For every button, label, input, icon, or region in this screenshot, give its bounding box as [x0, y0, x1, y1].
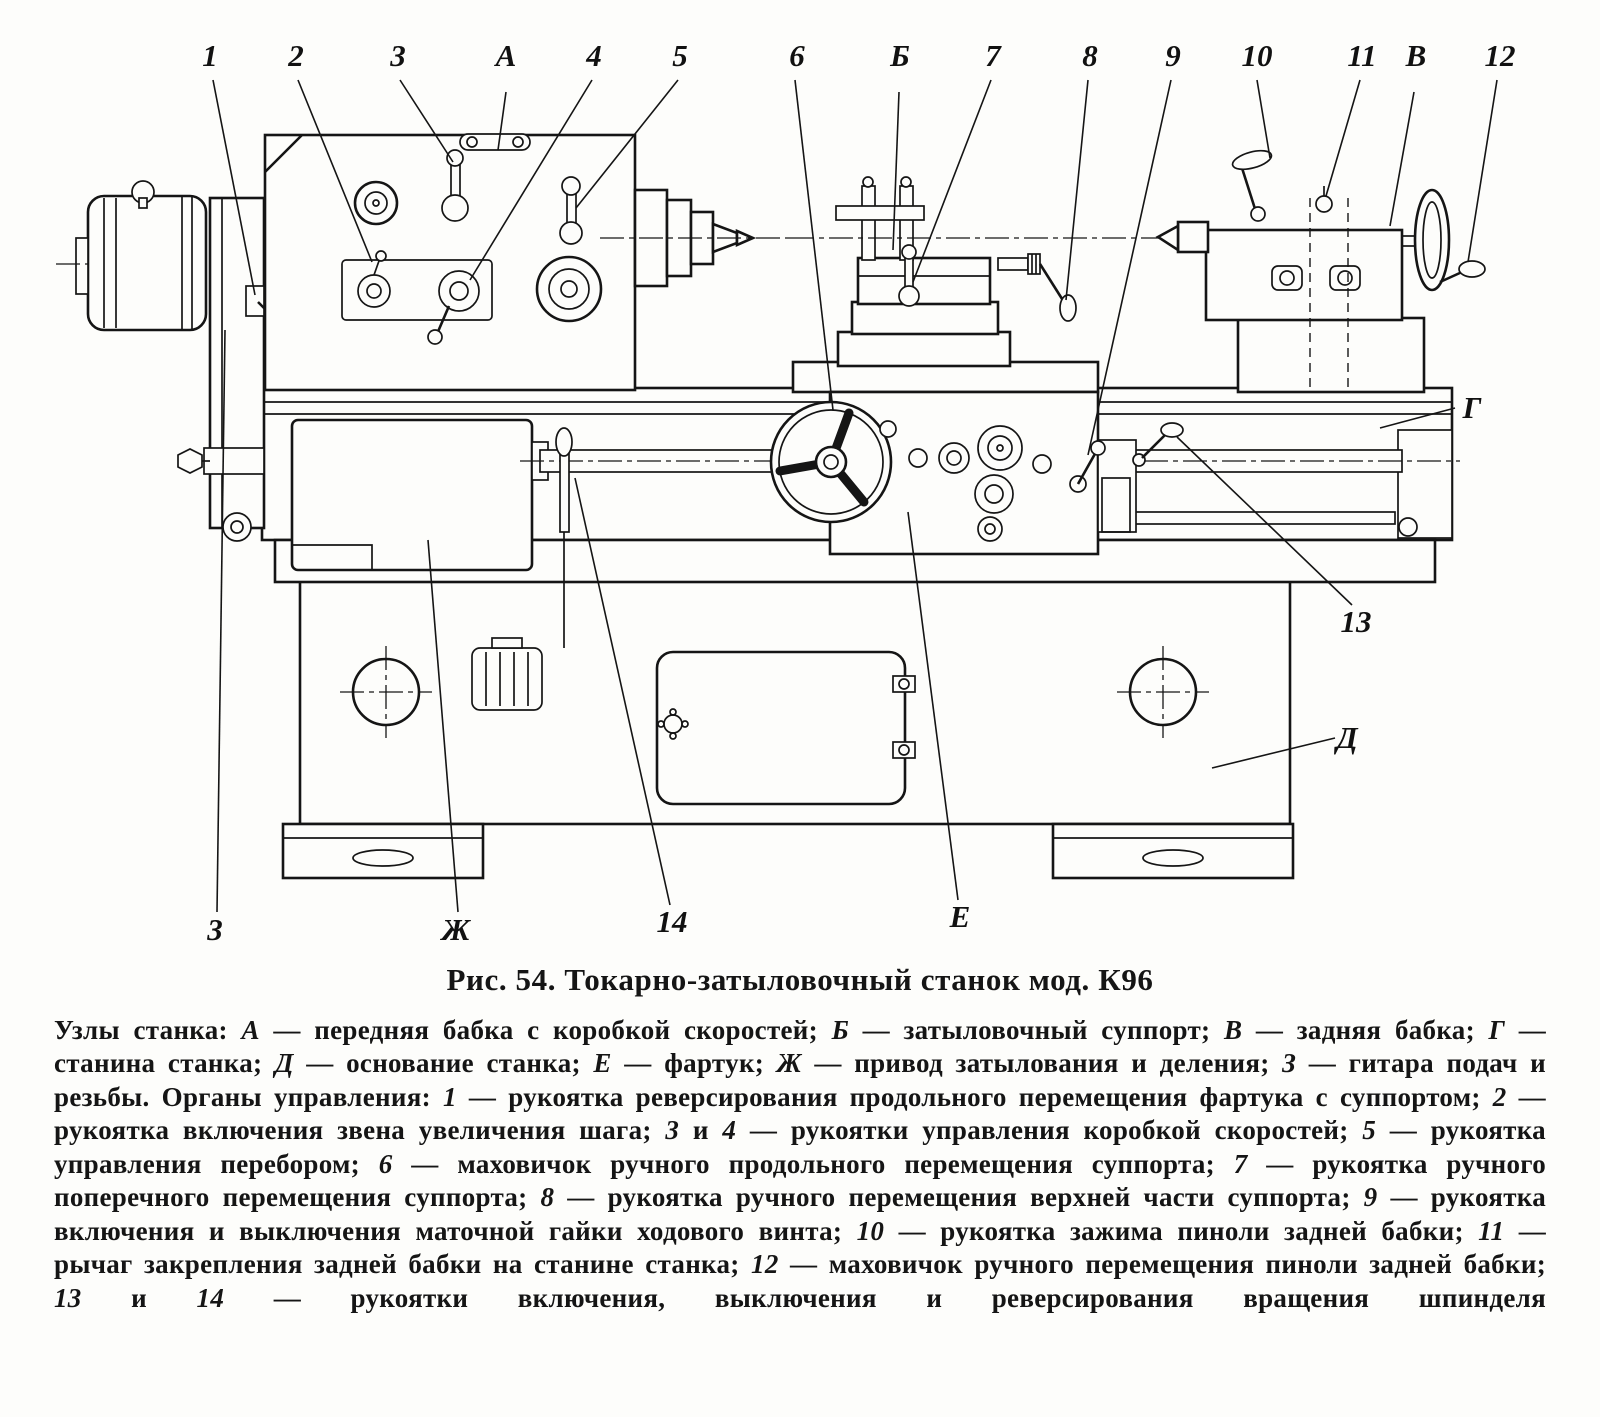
bed-end-bracket [1397, 429, 1453, 539]
callout-Z-label: 3 [206, 912, 223, 947]
callout-11-label: 11 [1347, 38, 1376, 73]
callout-B: Б [889, 38, 910, 251]
callout-ZH: Ж [427, 539, 472, 947]
callout-10: 10 [1242, 38, 1273, 159]
left-drive-unit [56, 180, 286, 542]
callout-G: Г [1379, 390, 1482, 429]
reverse-lever [245, 285, 265, 317]
change-gear-cover [290, 418, 534, 572]
callout-ZH-label: Ж [440, 912, 472, 947]
callout-7: 7 [912, 38, 1002, 283]
callout-A: А [494, 38, 517, 151]
headstock [263, 133, 757, 392]
figure-caption: Рис. 54. Токарно-затыловочный станок мод… [446, 962, 1154, 997]
callout-6-label: 6 [789, 38, 805, 73]
callout-14-label: 14 [657, 904, 688, 939]
callout-E: Е [907, 511, 971, 934]
speed-knob-4 [438, 270, 480, 312]
callout-G-label: Г [1462, 390, 1482, 425]
callouts: 1 2 3 А 4 5 6 Б [202, 38, 1515, 947]
pitch-knob-2 [357, 274, 391, 308]
tailstock-quill [1176, 220, 1210, 254]
callout-2-label: 2 [287, 38, 304, 73]
quill-clamp-lever-10 [1231, 149, 1273, 171]
callout-D: Д [1211, 720, 1359, 769]
spindle-control-rod [471, 427, 573, 711]
handwheel-handle [879, 420, 897, 438]
callout-7-label: 7 [985, 38, 1002, 73]
callout-1-label: 1 [202, 38, 218, 73]
base-door [655, 650, 907, 806]
callout-E-label: Е [949, 899, 971, 934]
callout-2: 2 [287, 38, 373, 263]
callout-5-label: 5 [672, 38, 688, 73]
tailstock [600, 149, 1486, 394]
callout-6: 6 [789, 38, 834, 411]
machine-base [281, 576, 1295, 880]
callout-3: 3 [389, 38, 454, 163]
callout-13-label: 13 [1341, 604, 1372, 639]
callout-Z: 3 [206, 329, 226, 947]
callout-9-label: 9 [1165, 38, 1181, 73]
spindle-lever-13 [1132, 422, 1184, 467]
callout-V: В [1389, 38, 1427, 227]
tailstock-handwheel [1402, 188, 1486, 292]
callout-1: 1 [202, 38, 256, 296]
callout-D-label: Д [1333, 720, 1359, 755]
callout-4: 4 [469, 38, 602, 281]
callout-13: 13 [1176, 436, 1372, 639]
callout-A-label: А [494, 38, 517, 73]
callout-8-label: 8 [1082, 38, 1098, 73]
callout-3-label: 3 [389, 38, 406, 73]
lathe-diagram: 1 2 3 А 4 5 6 Б [56, 38, 1516, 947]
callout-12: 12 [1467, 38, 1516, 263]
callout-9: 9 [1087, 38, 1181, 456]
callout-10-label: 10 [1242, 38, 1273, 73]
callout-11: 11 [1325, 38, 1377, 197]
machine-drawing [56, 133, 1486, 880]
callout-5: 5 [575, 38, 688, 209]
figure-description: Узлы станка: А — передняя бабка с коробк… [54, 1015, 1547, 1313]
callout-V-label: В [1405, 38, 1427, 73]
callout-B-label: Б [889, 38, 910, 73]
callout-12-label: 12 [1485, 38, 1516, 73]
tailstock-clamp-11 [1315, 195, 1333, 213]
callout-14: 14 [574, 477, 688, 939]
top-slide-crank-8 [997, 257, 1029, 271]
top-handle [459, 133, 531, 151]
callout-8: 8 [1065, 38, 1098, 301]
lower-gearbox [471, 647, 543, 711]
carriage-handwheel [769, 400, 897, 524]
relieving-slide [835, 176, 1077, 368]
callout-4-label: 4 [585, 38, 602, 73]
